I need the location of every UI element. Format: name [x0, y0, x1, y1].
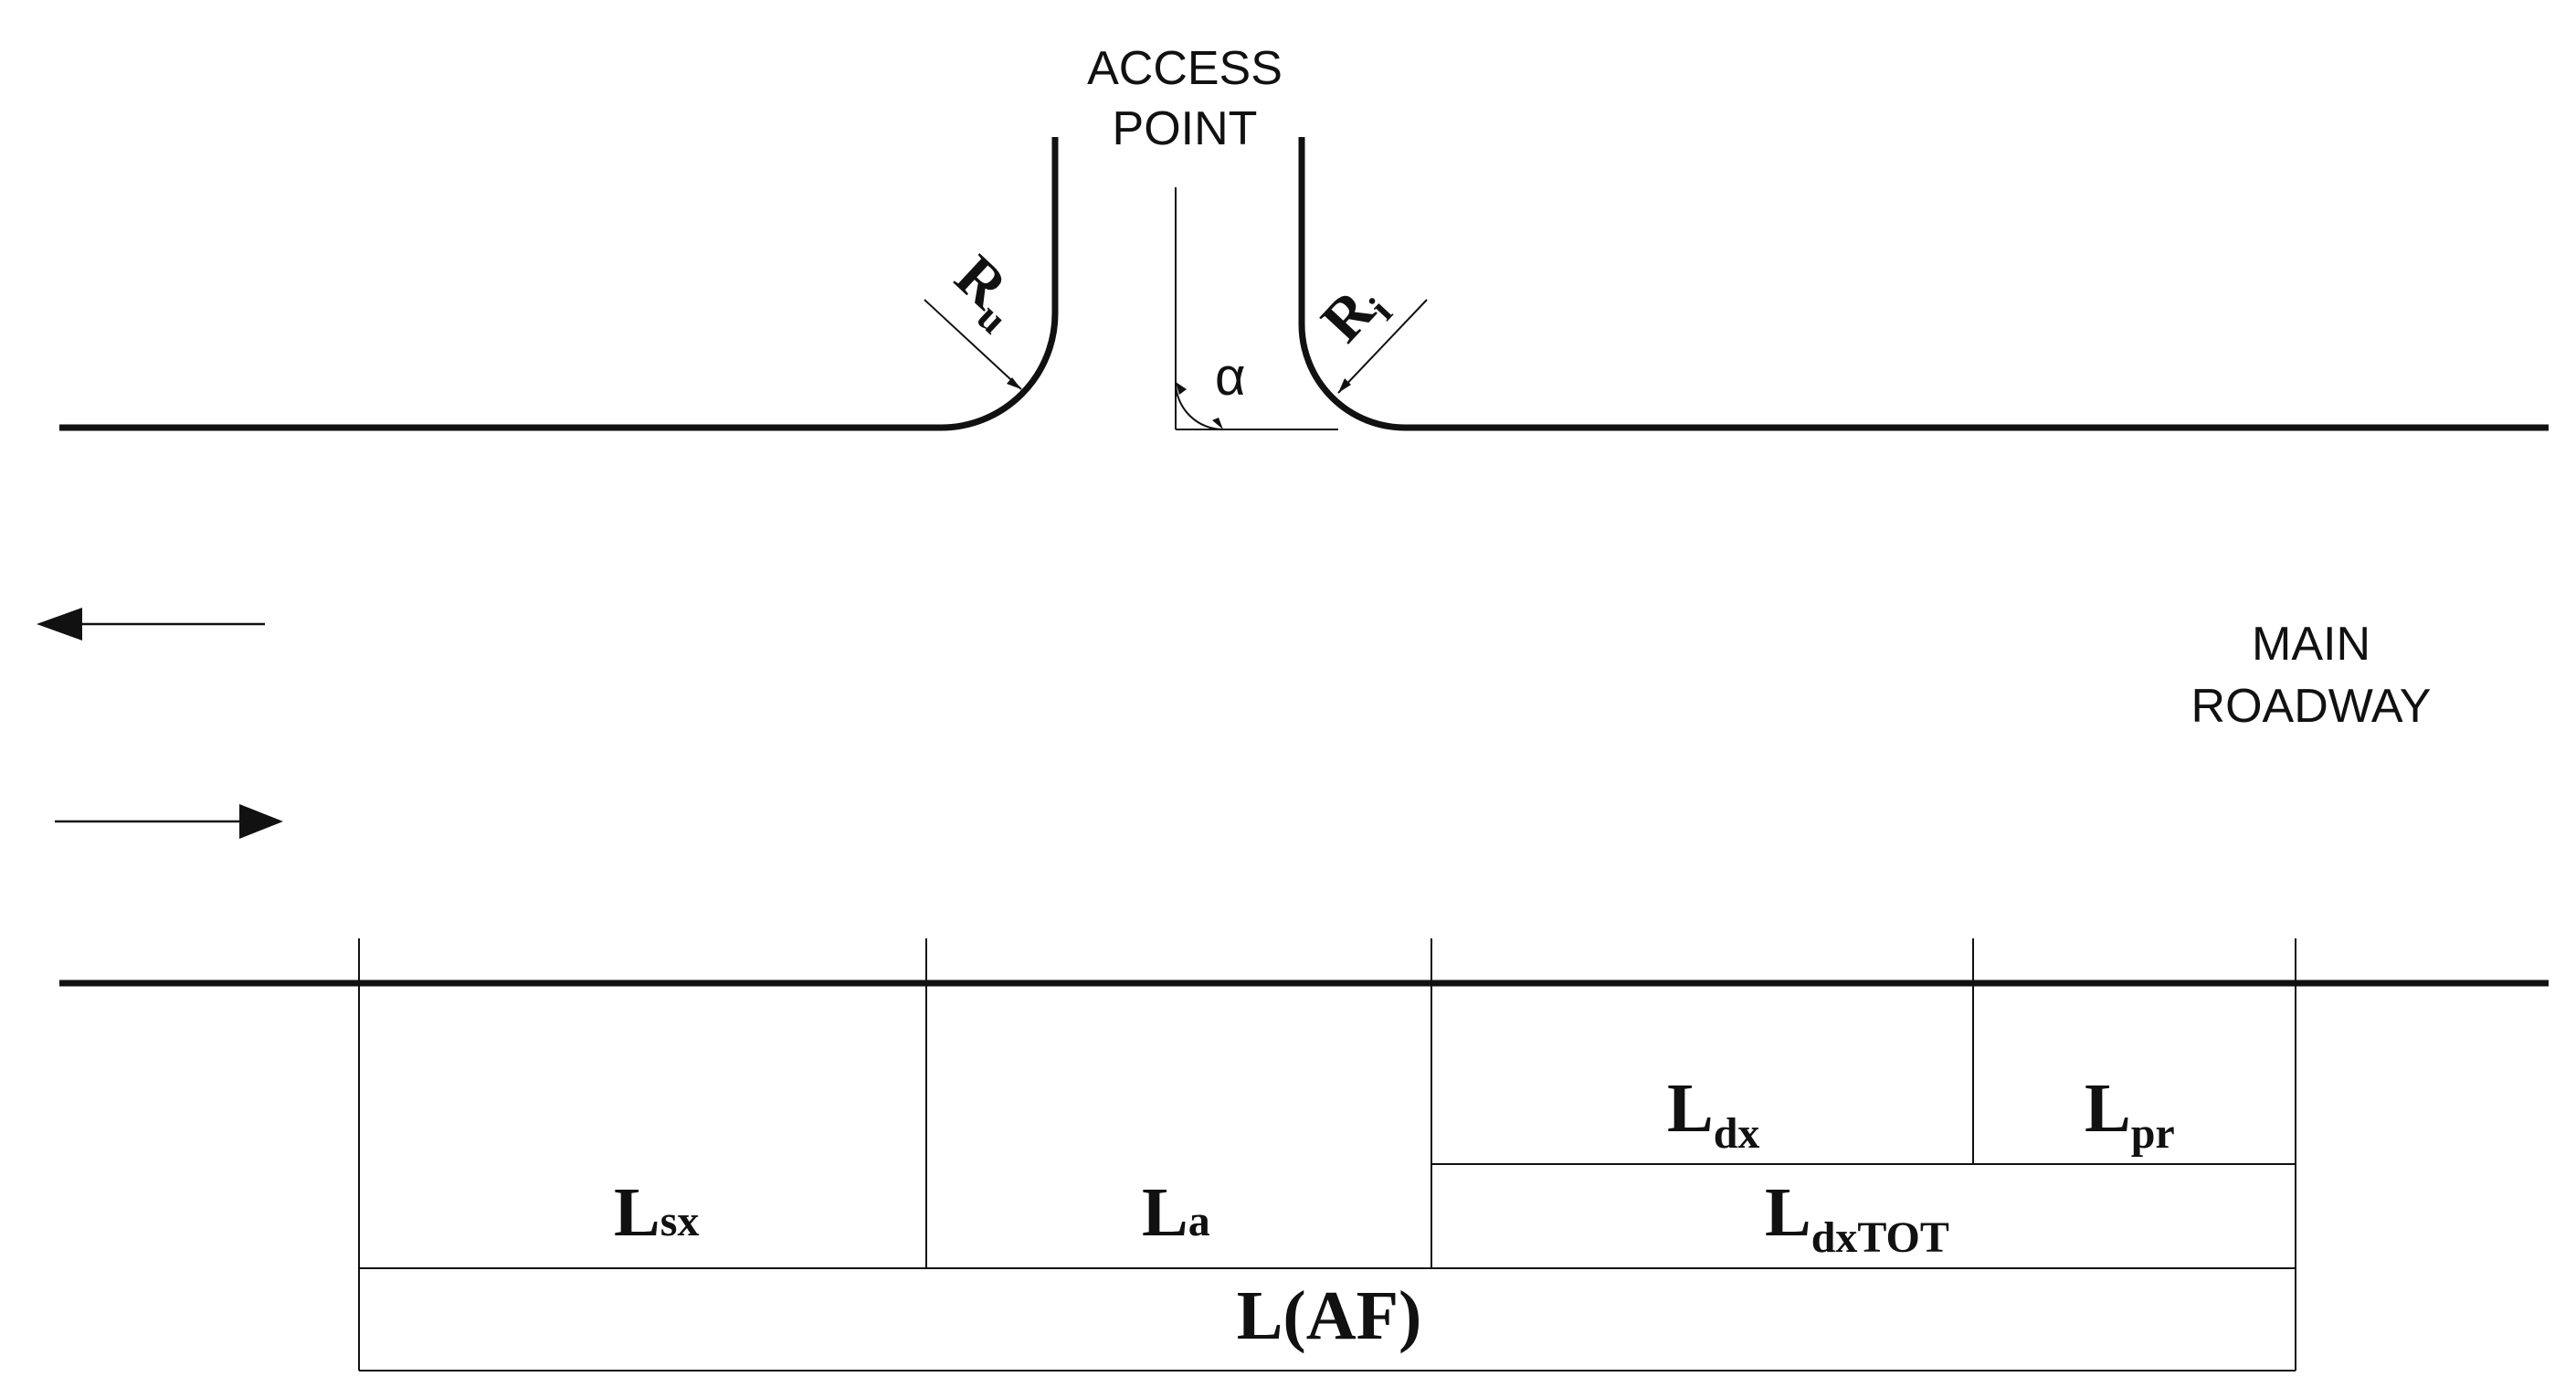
access-left-curb — [59, 137, 1059, 431]
angle-label: α — [1215, 347, 1246, 407]
radius-left-label: Ru — [937, 243, 1037, 343]
main-roadway-label-line2: ROADWAY — [2191, 680, 2432, 733]
eastbound-arrow-icon — [239, 804, 283, 839]
segment-label-lsx: Lsx — [614, 1174, 699, 1251]
main-roadway-label-line1: MAIN — [2252, 618, 2370, 671]
angle-arc-arrow-start — [1176, 382, 1187, 395]
angle-arc — [1175, 381, 1224, 430]
access-right-curb — [1298, 137, 2549, 431]
segment-label-ldxtot: LdxTOT — [1765, 1174, 1949, 1262]
segment-label-lpr: Lpr — [2085, 1070, 2175, 1158]
access-point-label-line2: POINT — [1113, 102, 1258, 155]
access-point-label-line1: ACCESS — [1087, 42, 1283, 95]
radius-right-arrowhead — [1338, 378, 1351, 393]
radius-right-label: Ri — [1309, 270, 1401, 361]
segment-label-la: La — [1142, 1174, 1210, 1251]
radius-left-line — [924, 299, 1022, 390]
segment-label-laf: L(AF) — [1237, 1277, 1422, 1354]
radius-right-line — [1337, 299, 1428, 394]
angle-arc-arrow-end — [1212, 418, 1223, 429]
radius-left-arrowhead — [1007, 377, 1021, 389]
westbound-arrow-icon — [37, 608, 82, 641]
segment-label-ldx: Ldx — [1667, 1070, 1759, 1158]
